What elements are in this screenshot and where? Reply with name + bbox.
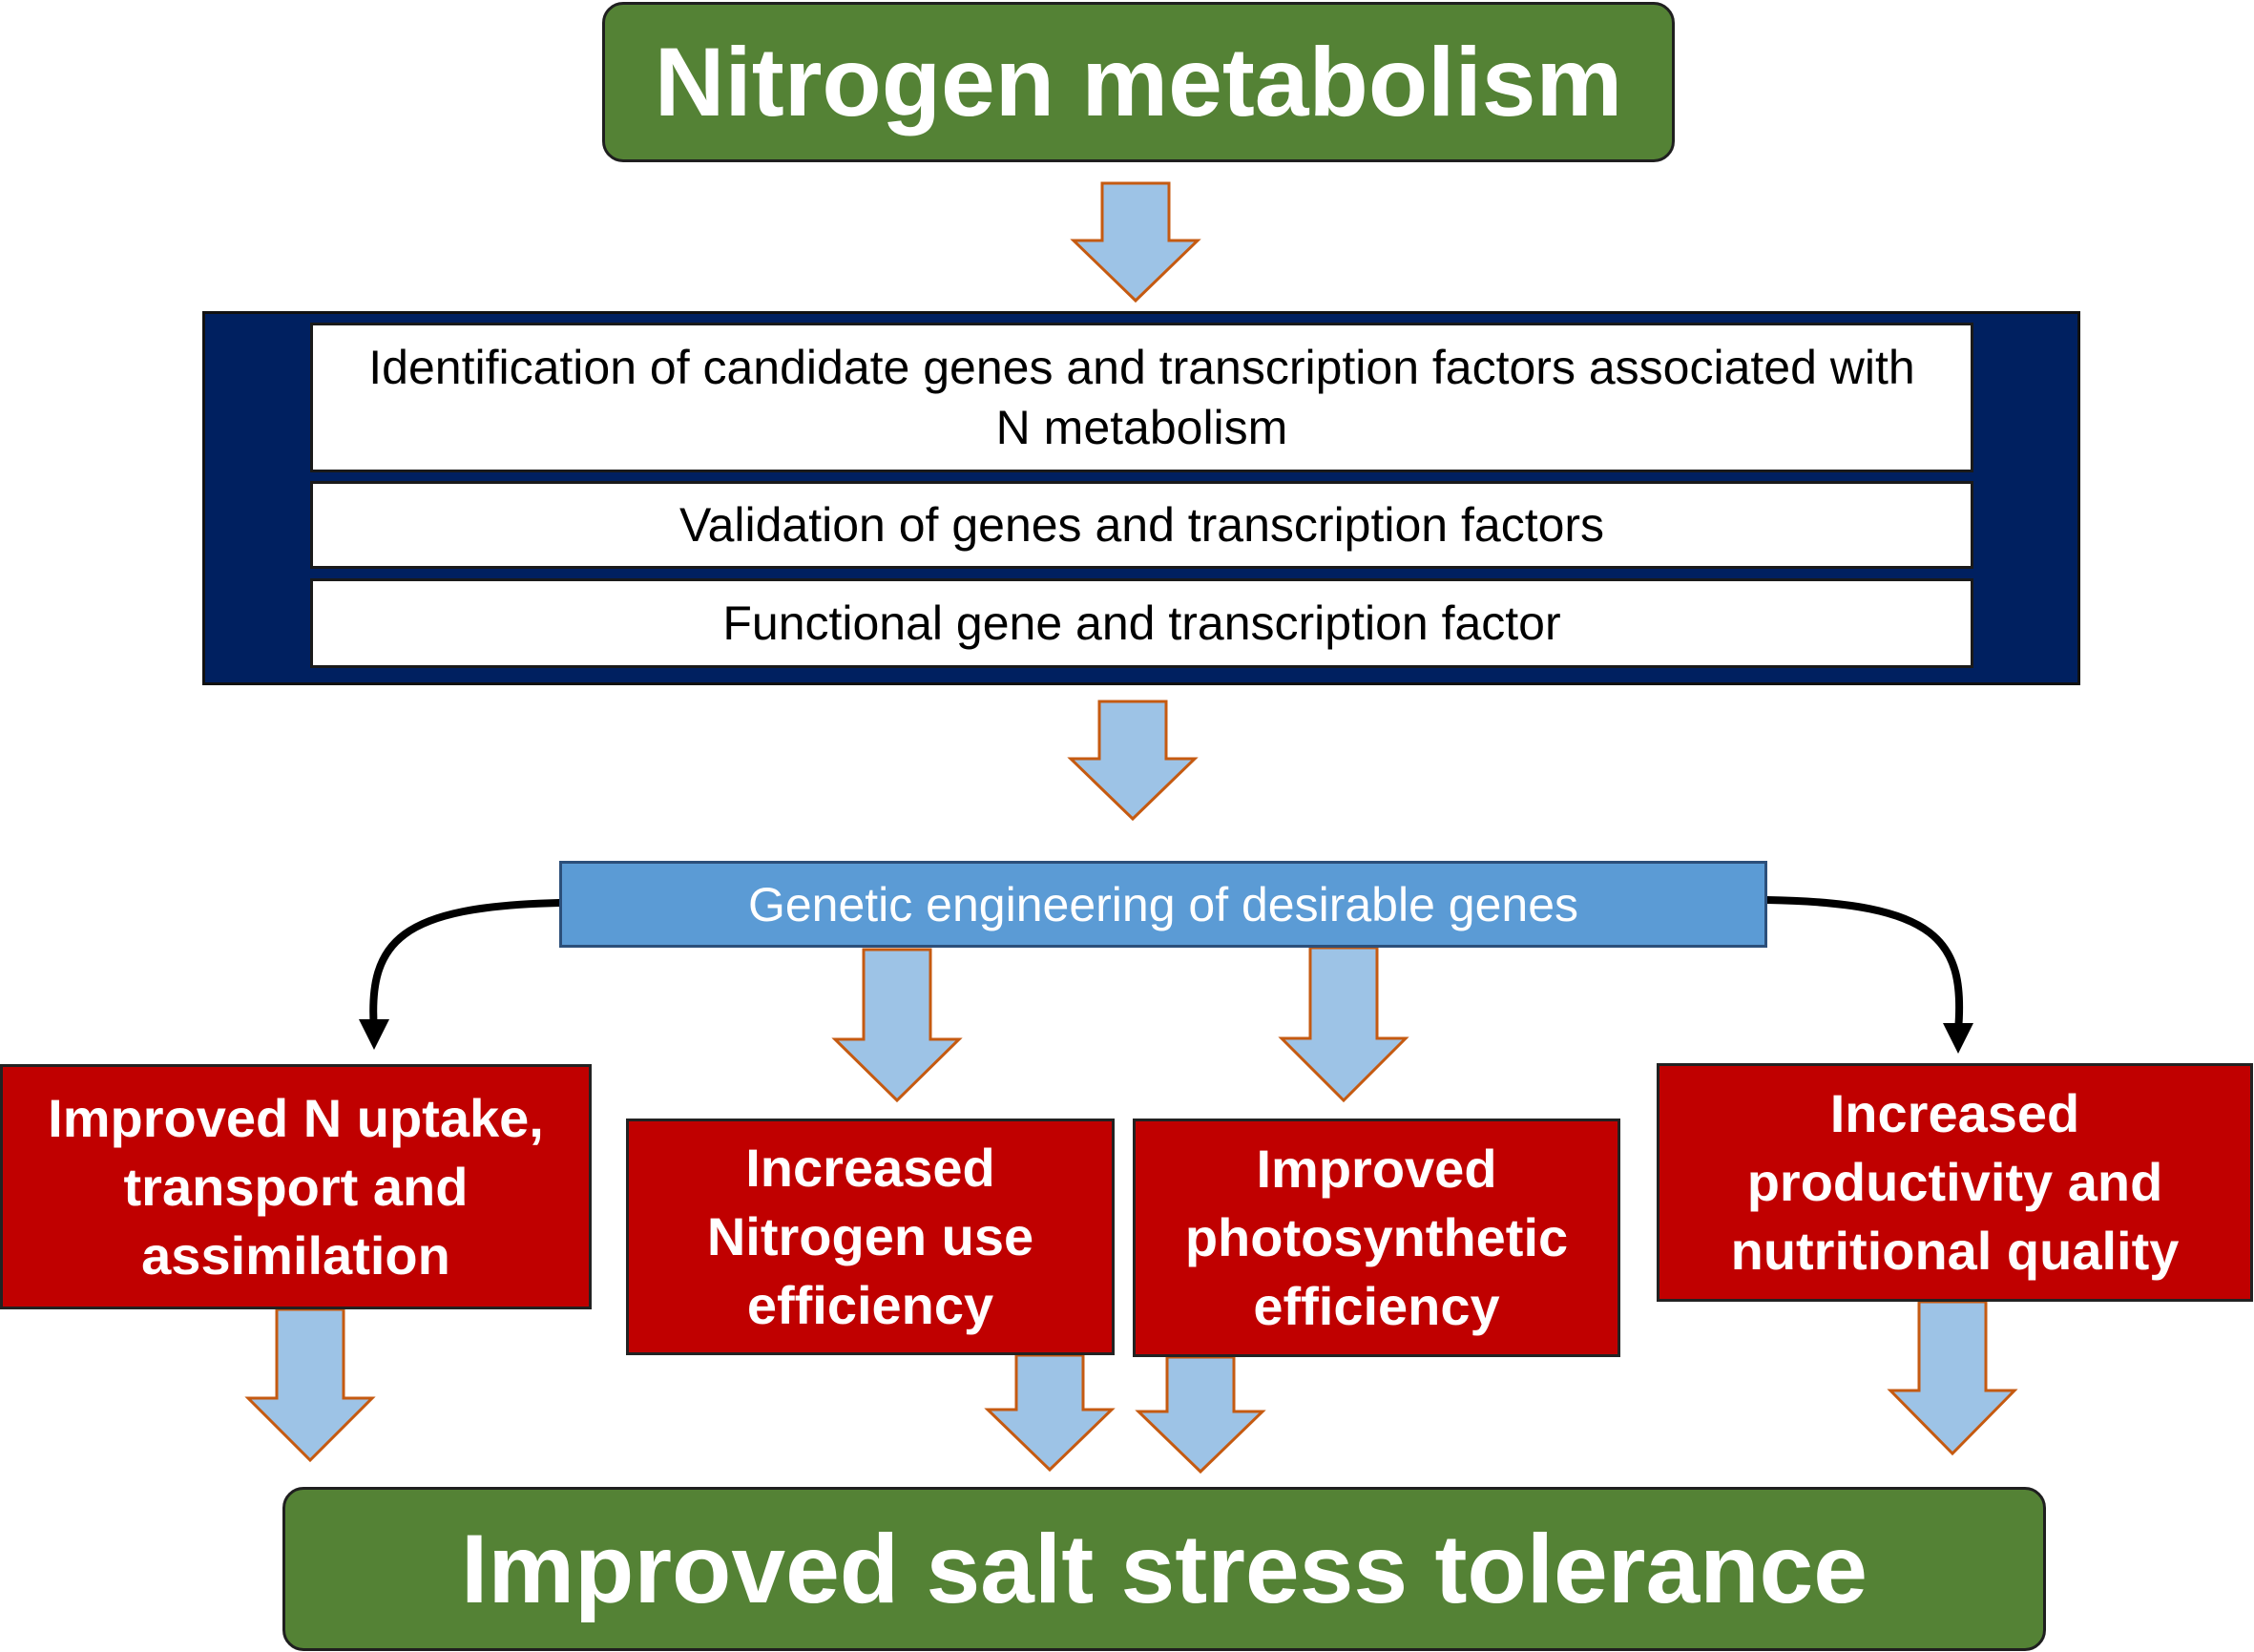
down-arrow-middle	[1067, 700, 1199, 822]
down-arrow-uptake-to-tolerance	[244, 1307, 376, 1463]
down-arrow-nue-to-tolerance	[984, 1353, 1116, 1473]
step-functional: Functional gene and transcription factor	[310, 578, 1973, 668]
outcome-productivity-quality: Increased productivity and nutritional q…	[1657, 1063, 2253, 1302]
curved-connector-left-head	[359, 1019, 389, 1050]
outcome-n-uptake-label: Improved N uptake, transport and assimil…	[48, 1087, 544, 1286]
down-arrow-photosynthesis-to-tolerance	[1135, 1355, 1266, 1474]
outcome-photosynthetic-efficiency: Improved photosynthetic efficiency	[1133, 1119, 1620, 1357]
genetic-engineering-bar: Genetic engineering of desirable genes	[559, 861, 1767, 948]
curved-connector-left	[369, 899, 563, 1035]
down-arrow-engineering-to-nue	[831, 948, 963, 1103]
salt-stress-tolerance-box: Improved salt stress tolerance	[282, 1487, 2046, 1651]
down-arrow-top	[1070, 181, 1201, 303]
nitrogen-metabolism-title: Nitrogen metabolism	[654, 27, 1623, 136]
step-identification-label: Identification of candidate genes and tr…	[368, 340, 1915, 454]
step-identification: Identification of candidate genes and tr…	[310, 323, 1973, 472]
salt-stress-tolerance-title: Improved salt stress tolerance	[461, 1514, 1868, 1623]
down-arrow-engineering-to-photosynthesis	[1278, 946, 1409, 1103]
step-functional-label: Functional gene and transcription factor	[722, 596, 1561, 650]
outcome-nitrogen-use-efficiency-label: Increased Nitrogen use efficiency	[706, 1138, 1034, 1335]
nitrogen-metabolism-box: Nitrogen metabolism	[602, 2, 1675, 162]
outcome-photosynthetic-efficiency-label: Improved photosynthetic efficiency	[1184, 1139, 1569, 1336]
outcome-n-uptake: Improved N uptake, transport and assimil…	[0, 1064, 592, 1309]
down-arrow-productivity-to-tolerance	[1887, 1300, 2018, 1456]
genetic-engineering-label: Genetic engineering of desirable genes	[747, 877, 1579, 931]
outcome-nitrogen-use-efficiency: Increased Nitrogen use efficiency	[626, 1119, 1115, 1355]
step-validation-label: Validation of genes and transcription fa…	[678, 497, 1605, 552]
step-validation: Validation of genes and transcription fa…	[310, 481, 1973, 569]
outcome-productivity-quality-label: Increased productivity and nutritional q…	[1730, 1083, 2180, 1281]
curved-connector-right-head	[1943, 1023, 1973, 1054]
curved-connector-right	[1764, 896, 1964, 1035]
